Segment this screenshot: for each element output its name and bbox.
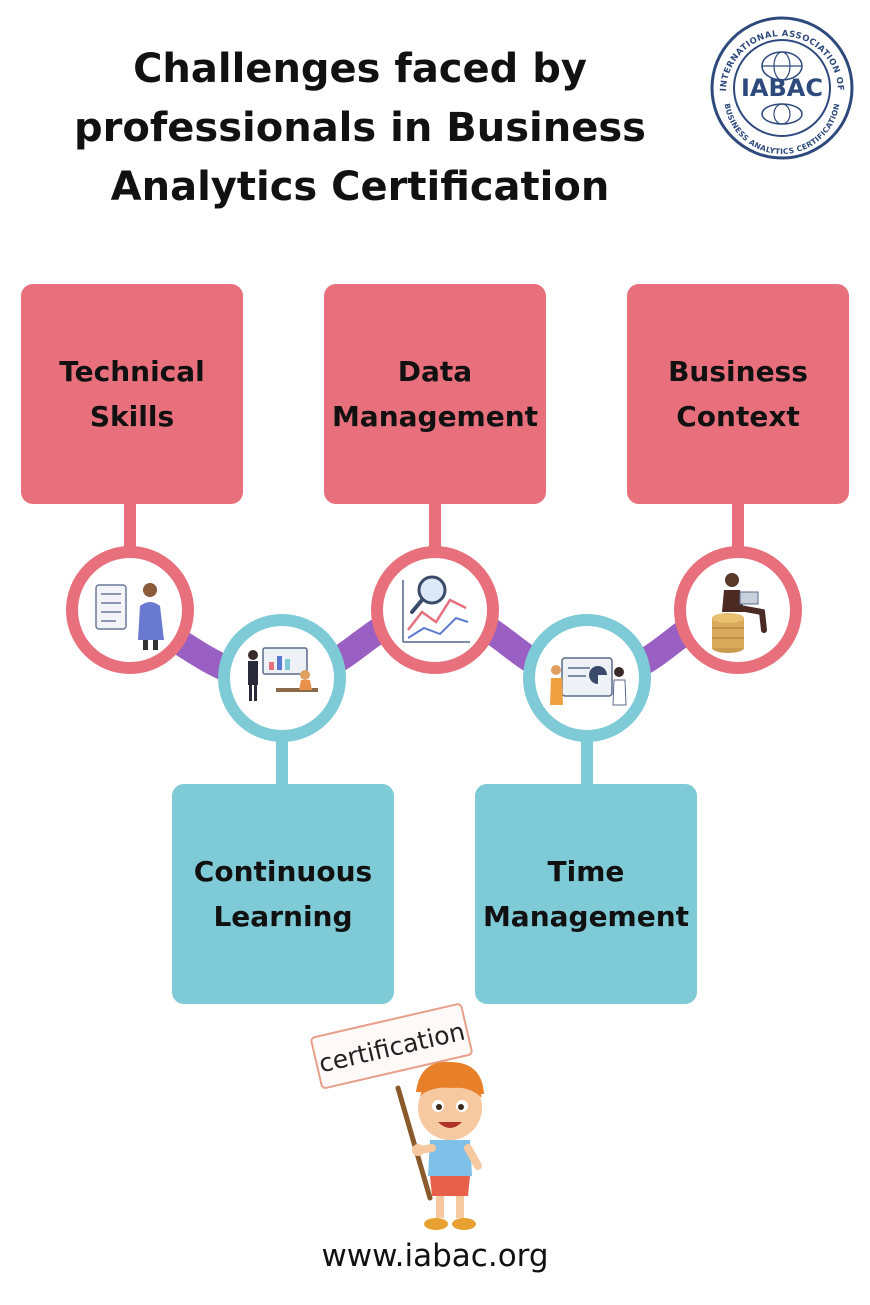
circle-data: [371, 546, 499, 674]
card-technical-skills: Technical Skills: [21, 284, 243, 504]
presentation-meeting-icon: [248, 647, 318, 701]
card-label-line-2: Context: [676, 400, 800, 433]
circle-technical: [66, 546, 194, 674]
footer-url[interactable]: www.iabac.org: [321, 1238, 549, 1274]
card-label-line-1: Business: [668, 355, 808, 388]
certification-sign: [310, 1003, 473, 1089]
card-time-management: Time Management: [475, 784, 697, 1004]
card-label-line-2: Management: [482, 900, 690, 933]
card-label-line-2: Learning: [213, 900, 353, 933]
circle-business: [674, 546, 802, 674]
stem-business: [732, 500, 744, 555]
title-line-2: professionals in Business: [74, 105, 646, 151]
card-continuous-learning: Continuous Learning: [172, 784, 394, 1004]
card-label-line-2: Skills: [89, 400, 175, 433]
businessman-coins-icon: [712, 573, 767, 653]
page-title: Challenges faced by professionals in Bus…: [40, 40, 680, 217]
card-label-line-1: Continuous: [193, 855, 373, 888]
globe-icon: [761, 51, 803, 125]
card-label-line-1: Technical: [59, 355, 205, 388]
card-label-line-1: Time: [547, 855, 625, 888]
stem-data: [429, 500, 441, 555]
card-label-line-2: Management: [331, 400, 539, 433]
footer: www.iabac.org: [0, 1238, 870, 1274]
logo-abbr: IABAC: [741, 74, 823, 102]
stem-technical: [124, 500, 136, 555]
stem-continuous: [276, 738, 288, 788]
child-holding-sign-icon: certification: [310, 1003, 484, 1230]
title-line-1: Challenges faced by: [133, 46, 587, 92]
card-data-management: Data Management: [324, 284, 546, 504]
title-line-3: Analytics Certification: [110, 164, 610, 210]
card-business-context: Business Context: [627, 284, 849, 504]
circle-time: [523, 614, 651, 742]
circle-continuous: [218, 614, 346, 742]
iabac-logo: INTERNATIONAL ASSOCIATION OF BUSINESS AN…: [710, 16, 854, 160]
person-checklist-icon: [95, 583, 164, 650]
stem-time: [581, 738, 593, 788]
people-dashboard-icon: [550, 657, 627, 706]
card-label-line-1: Data: [397, 355, 473, 388]
magnifier-chart-icon: [402, 575, 470, 643]
